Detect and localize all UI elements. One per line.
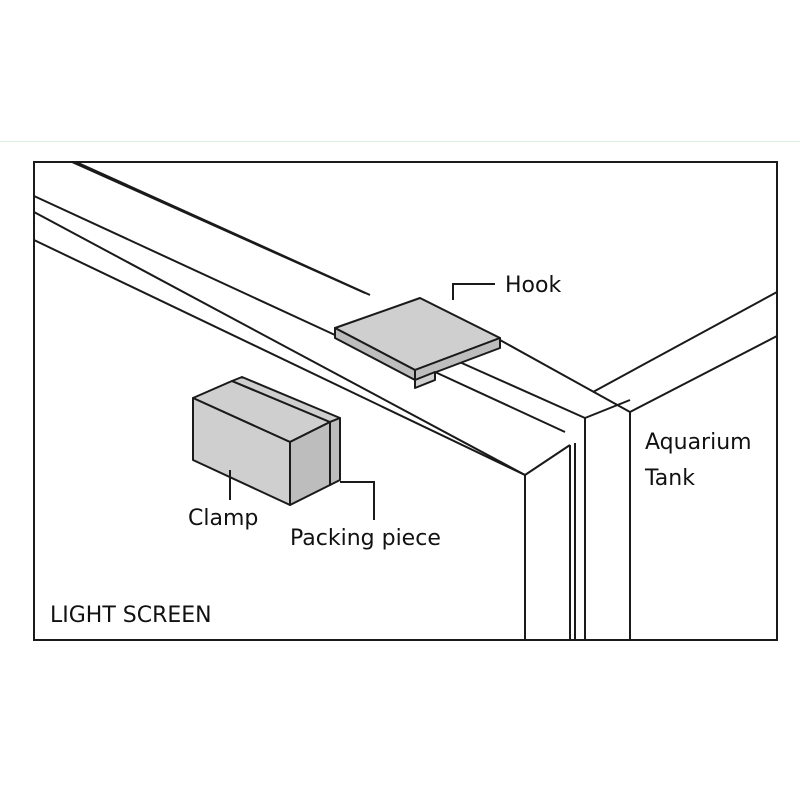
hook-leader-line	[452, 283, 495, 300]
packing-piece-block	[231, 376, 341, 486]
light-screen-top-rails	[33, 161, 526, 476]
clamp-label: Clamp	[188, 506, 258, 531]
clamp-block	[192, 380, 331, 506]
aquarium-label-line2: Tank	[644, 466, 695, 491]
light-screen-front-edge	[524, 443, 576, 640]
packing-piece-leader-line	[340, 481, 375, 520]
aquarium-label-line1: Aquarium	[645, 430, 752, 455]
top-divider	[0, 141, 800, 142]
light-screen-label: LIGHT SCREEN	[50, 603, 212, 628]
hook-bracket	[334, 297, 501, 389]
hook-label: Hook	[505, 273, 561, 298]
packing-piece-label: Packing piece	[290, 526, 441, 551]
aquarium-tank-rails	[434, 291, 778, 640]
diagram-frame	[33, 161, 778, 641]
